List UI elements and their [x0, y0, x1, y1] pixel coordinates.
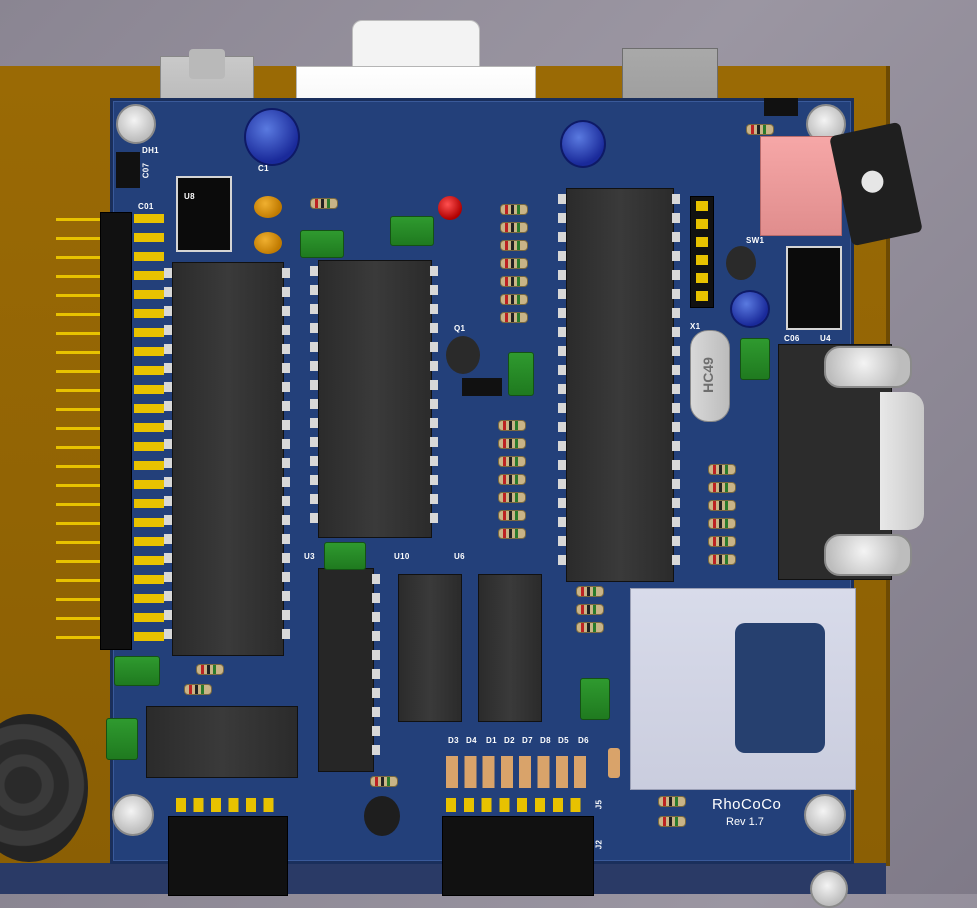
mounting-hole-bottom-right	[804, 794, 846, 836]
label-d4: D4	[466, 736, 477, 745]
board-revision: Rev 1.7	[726, 816, 764, 828]
u3-pins	[372, 574, 380, 764]
resistor-array-top	[496, 200, 532, 336]
sd-card-slot[interactable]	[630, 588, 856, 790]
u10-chip	[398, 574, 462, 722]
diode-single	[608, 748, 620, 778]
crystal-x1: HC49	[690, 330, 730, 422]
mcu-pins-left	[558, 194, 566, 574]
cpu-chip	[172, 262, 284, 656]
expansion-header-pads	[134, 214, 164, 644]
crystal-label: HC49	[700, 357, 716, 393]
box-cap-7	[106, 718, 138, 760]
label-d6: D6	[578, 736, 589, 745]
ram-chip	[318, 260, 432, 538]
regulator-u4	[786, 246, 842, 330]
resistor-top-right	[746, 124, 774, 135]
ram-pins-left	[310, 266, 318, 530]
label-c01: C01	[138, 202, 154, 211]
jumper-dh1	[116, 152, 140, 188]
mcu-pins-right	[672, 194, 680, 574]
label-d3: D3	[448, 736, 459, 745]
mounting-hole-top-left	[116, 104, 156, 144]
bottom-left-chip	[146, 706, 298, 778]
regulator-u8	[176, 176, 232, 252]
label-j2: J2	[594, 839, 604, 850]
label-u6: U6	[454, 552, 465, 561]
power-switch-sw1[interactable]	[760, 136, 842, 236]
microcontroller-chip	[566, 188, 674, 582]
board-name: RhoCoCo	[712, 796, 782, 813]
resistor-bottom-right-1	[658, 796, 686, 807]
label-d5: D5	[558, 736, 569, 745]
resistor-bottom	[370, 776, 398, 787]
label-c07: C07	[141, 162, 151, 179]
label-u3: U3	[304, 552, 315, 561]
ram-pins-right	[430, 266, 438, 530]
resistor-array-sd	[572, 582, 608, 652]
label-sw1: SW1	[746, 236, 765, 245]
label-u8: U8	[184, 192, 195, 201]
label-c1: C1	[258, 164, 269, 173]
resistor-array-middle	[494, 416, 530, 552]
tantalum-cap-1	[254, 196, 282, 218]
mounting-hole-bottom-left	[112, 794, 154, 836]
label-u10: U10	[394, 552, 410, 561]
resistor-bottom-left-2	[184, 684, 212, 695]
db9-screw-bottom	[824, 534, 912, 576]
bottom-connector-right-pads	[446, 798, 588, 812]
box-cap-4	[740, 338, 770, 380]
bottom-connector-left	[168, 816, 288, 896]
cpu-pins-left	[164, 268, 172, 648]
resistor-top	[310, 198, 338, 209]
pin-header-vertical	[690, 196, 714, 308]
transistor-bottom	[364, 796, 400, 836]
expansion-header-pins	[56, 214, 104, 648]
box-cap-1	[300, 230, 344, 258]
bottom-connector-right	[442, 816, 594, 896]
box-cap-6	[114, 656, 160, 686]
box-cap-5	[324, 542, 366, 570]
label-c06: C06	[784, 334, 800, 343]
transistor-q1	[446, 336, 480, 374]
db9-screw-top	[824, 346, 912, 388]
electrolytic-cap-c06	[730, 290, 770, 328]
box-cap-3	[508, 352, 534, 396]
led-red	[438, 196, 462, 220]
jumper-q1	[462, 378, 502, 396]
expansion-header	[100, 212, 132, 650]
box-cap-8	[580, 678, 610, 720]
box-cap-2	[390, 216, 434, 246]
label-dh1: DH1	[142, 146, 159, 155]
resistor-array-right	[704, 460, 740, 580]
label-j5: J5	[594, 799, 604, 810]
sd-card-window	[735, 623, 825, 753]
resistor-bottom-left-1	[196, 664, 224, 675]
label-d2: D2	[504, 736, 515, 745]
resistor-bottom-right-2	[658, 816, 686, 827]
label-d1: D1	[486, 736, 497, 745]
label-q1: Q1	[454, 324, 466, 333]
tantalum-cap-2	[254, 232, 282, 254]
db9-shell	[880, 392, 924, 530]
jumper-top-right	[764, 98, 798, 116]
u3-chip	[318, 568, 374, 772]
electrolytic-cap-top	[560, 120, 606, 168]
electrolytic-cap-c1	[244, 108, 300, 166]
u6-chip	[478, 574, 542, 722]
cpu-pins-right	[282, 268, 290, 648]
bottom-connector-left-pads	[176, 798, 280, 812]
label-u4: U4	[820, 334, 831, 343]
mounting-hole-bottom-edge	[810, 870, 848, 908]
diode-row	[444, 750, 594, 796]
label-d7: D7	[522, 736, 533, 745]
label-x1: X1	[690, 322, 701, 331]
label-d8: D8	[540, 736, 551, 745]
transistor-near-sw1	[726, 246, 756, 280]
